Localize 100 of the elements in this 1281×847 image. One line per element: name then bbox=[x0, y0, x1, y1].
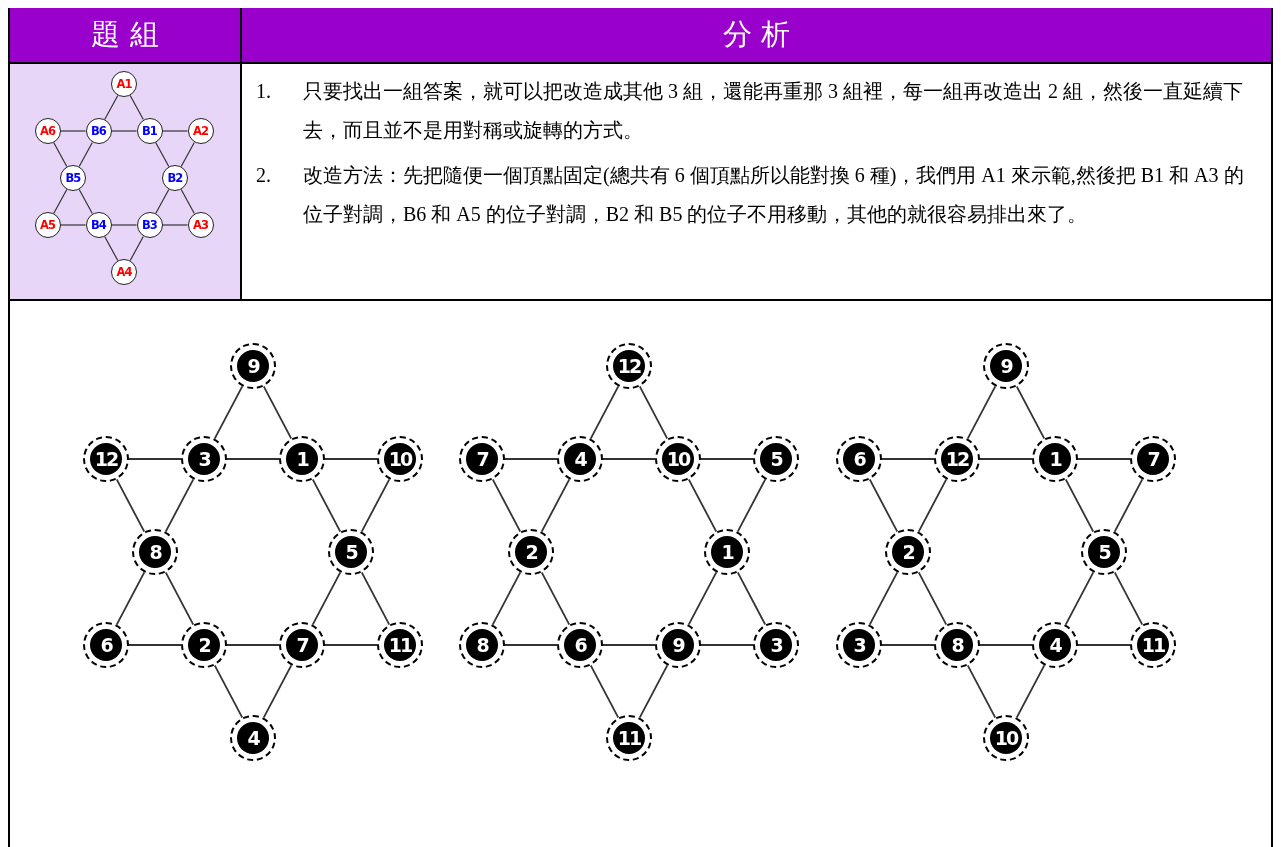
number-circle: 2 bbox=[181, 622, 227, 668]
list-number: 1. bbox=[256, 79, 272, 104]
paragraph: 只要找出一組答案，就可以把改造成其他 3 組，還能再重那 3 組裡，每一組再改造出 2 組，然後一直延續下去，而且並不是用對稱或旋轉的方式。 bbox=[303, 79, 1244, 143]
connector-line bbox=[491, 571, 522, 626]
number-circle: 11 bbox=[377, 622, 423, 668]
connector-line bbox=[262, 385, 293, 440]
connector-line bbox=[687, 478, 718, 533]
connector-line bbox=[504, 458, 558, 460]
connector-line bbox=[78, 188, 93, 215]
connector-line bbox=[1064, 571, 1095, 626]
number-circle: 2 bbox=[508, 529, 554, 575]
connector-line bbox=[979, 458, 1033, 460]
connector-line bbox=[638, 664, 669, 719]
connector-line bbox=[687, 571, 718, 626]
connector-line bbox=[226, 458, 280, 460]
connector-line bbox=[1077, 458, 1131, 460]
connector-line bbox=[311, 478, 342, 533]
connector-line bbox=[110, 130, 138, 132]
connector-line bbox=[129, 94, 144, 121]
number-circle: 11 bbox=[1130, 622, 1176, 668]
number-circle: 6 bbox=[836, 436, 882, 482]
connector-line bbox=[59, 130, 87, 132]
list-number: 2. bbox=[256, 163, 272, 188]
connector-line bbox=[53, 188, 68, 215]
number-circle: 4 bbox=[1032, 622, 1078, 668]
connector-line bbox=[966, 385, 997, 440]
connector-line bbox=[966, 664, 997, 719]
number-circle: 5 bbox=[1081, 529, 1127, 575]
connector-line bbox=[324, 458, 378, 460]
connector-line bbox=[226, 644, 280, 646]
connector-line bbox=[979, 644, 1033, 646]
number-circle: 4 bbox=[557, 436, 603, 482]
number-circle: 9 bbox=[983, 343, 1029, 389]
connector-line bbox=[155, 141, 170, 168]
connector-line bbox=[868, 478, 899, 533]
connector-line bbox=[161, 224, 189, 226]
connector-line bbox=[164, 571, 195, 626]
connector-line bbox=[129, 235, 144, 262]
number-circle: 9 bbox=[230, 343, 276, 389]
number-circle: 5 bbox=[328, 529, 374, 575]
connector-line bbox=[110, 224, 138, 226]
connector-line bbox=[78, 141, 93, 168]
connector-line bbox=[700, 458, 754, 460]
connector-line bbox=[104, 94, 119, 121]
connector-line bbox=[311, 571, 342, 626]
connector-line bbox=[1113, 571, 1144, 626]
connector-line bbox=[589, 385, 620, 440]
number-circle: 10 bbox=[377, 436, 423, 482]
number-circle: 2 bbox=[885, 529, 931, 575]
connector-line bbox=[161, 130, 189, 132]
number-circle: 10 bbox=[983, 715, 1029, 761]
connector-line bbox=[917, 571, 948, 626]
connector-line bbox=[491, 478, 522, 533]
number-circle: 12 bbox=[83, 436, 129, 482]
connector-line bbox=[504, 644, 558, 646]
connector-line bbox=[128, 644, 182, 646]
number-circle: 1 bbox=[704, 529, 750, 575]
connector-line bbox=[155, 188, 170, 215]
number-circle: 4 bbox=[230, 715, 276, 761]
connector-line bbox=[917, 478, 948, 533]
connector-line bbox=[602, 458, 656, 460]
number-circle: 6 bbox=[83, 622, 129, 668]
connector-line bbox=[700, 644, 754, 646]
number-circle: 7 bbox=[279, 622, 325, 668]
number-circle: 3 bbox=[753, 622, 799, 668]
number-circle: 12 bbox=[606, 343, 652, 389]
connector-line bbox=[262, 664, 293, 719]
number-circle: 1 bbox=[279, 436, 325, 482]
connector-line bbox=[868, 571, 899, 626]
number-circle: 8 bbox=[459, 622, 505, 668]
connector-line bbox=[128, 458, 182, 460]
number-circle: 11 bbox=[606, 715, 652, 761]
number-circle: 10 bbox=[655, 436, 701, 482]
connector-line bbox=[180, 188, 195, 215]
connector-line bbox=[1015, 664, 1046, 719]
number-circle: 5 bbox=[753, 436, 799, 482]
number-circle: 3 bbox=[181, 436, 227, 482]
number-circle: 9 bbox=[655, 622, 701, 668]
connector-line bbox=[115, 478, 146, 533]
number-circle: 6 bbox=[557, 622, 603, 668]
connector-line bbox=[638, 385, 669, 440]
number-circle: 12 bbox=[934, 436, 980, 482]
number-circle: 3 bbox=[836, 622, 882, 668]
connector-line bbox=[1077, 644, 1131, 646]
number-circle: 1 bbox=[1032, 436, 1078, 482]
connector-line bbox=[602, 644, 656, 646]
connector-line bbox=[881, 644, 935, 646]
number-circle: 8 bbox=[132, 529, 178, 575]
connector-line bbox=[881, 458, 935, 460]
number-circle: 7 bbox=[459, 436, 505, 482]
connector-line bbox=[360, 571, 391, 626]
column-header: 分 析 bbox=[242, 8, 1271, 62]
connector-line bbox=[59, 224, 87, 226]
connector-line bbox=[736, 571, 767, 626]
connector-line bbox=[180, 141, 195, 168]
connector-line bbox=[213, 664, 244, 719]
connector-line bbox=[736, 478, 767, 533]
connector-line bbox=[324, 644, 378, 646]
connector-line bbox=[540, 571, 571, 626]
connector-line bbox=[115, 571, 146, 626]
